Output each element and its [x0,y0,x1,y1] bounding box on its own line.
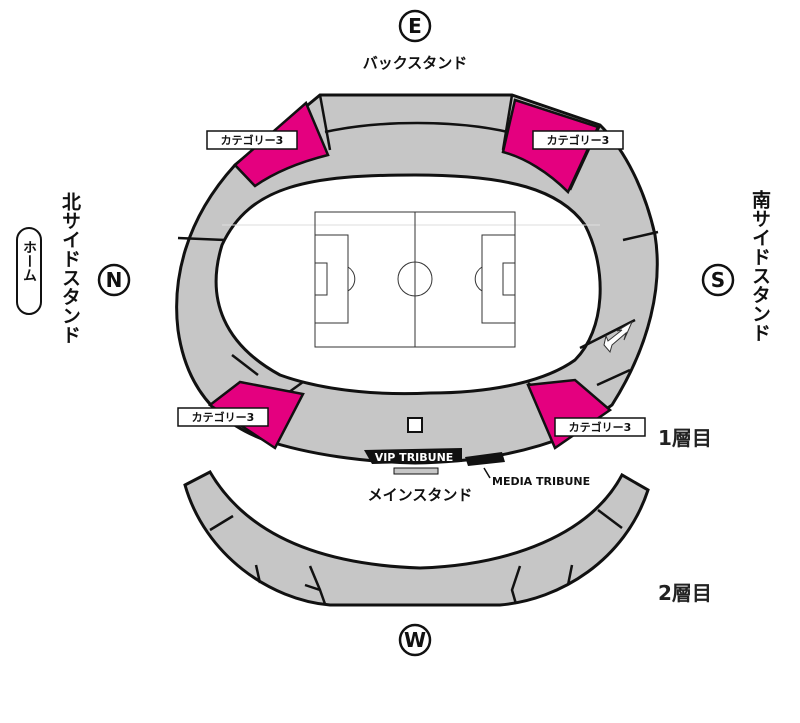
media-tribune-bar[interactable] [465,452,505,466]
home-badge-text: ホーム [21,240,37,282]
penalty-area-right [481,234,516,324]
category-label-top-left: カテゴリー3 [221,133,284,147]
category-block-bottom-right[interactable] [526,378,613,450]
category-label-box-top-left [206,130,298,150]
compass-east-icon [398,9,432,43]
center-circle [397,261,433,297]
back-stand-label: バックスタンド [363,54,468,72]
penalty-arc-left [347,266,356,292]
compass-west: W [404,628,426,652]
category-label-bottom-right: カテゴリー3 [569,420,632,434]
category-label-bottom-left: カテゴリー3 [192,410,255,424]
media-pointer [483,467,491,479]
tunnel-notch [407,417,423,433]
south-stand-label: 南サイドスタンド [749,190,771,342]
tribune-bars [364,448,505,479]
vip-tribune-bar[interactable] [364,448,462,464]
vip-tribune-label: VIP TRIBUNE [375,451,454,464]
compass-north: N [106,268,123,292]
compass-south: S [711,268,725,292]
compass-west-icon [398,623,432,657]
compass-east: E [408,14,422,38]
category-label-box-bottom-left [177,407,269,427]
home-badge: ホーム [16,227,42,315]
category-label-top-right: カテゴリー3 [547,133,610,147]
first-tier-label: 1層目 [658,426,712,450]
category-labels: カテゴリー3 カテゴリー3 カテゴリー3 カテゴリー3 [177,130,646,437]
vip-tribune-light [393,467,439,475]
category-label-box-bottom-right [554,417,646,437]
second-tier-lines [209,509,623,605]
second-tier-label: 2層目 [658,581,712,605]
north-stand-label: 北サイドスタンド [59,192,81,344]
category-label-box-top-right [532,130,624,150]
compass: E N S W [97,9,735,657]
double-arrow-icon [603,320,634,354]
media-tribune-label: MEDIA TRIBUNE [492,475,590,488]
penalty-area-left [314,234,349,324]
pitch [222,211,600,348]
goal-area-left [314,262,328,296]
second-tier [183,470,650,607]
penalty-arc-right [474,266,483,292]
second-tier-band[interactable] [183,470,650,607]
compass-south-icon [701,263,735,297]
compass-north-icon [97,263,131,297]
goal-area-right [502,262,516,296]
main-stand-label: メインスタンド [368,486,473,504]
